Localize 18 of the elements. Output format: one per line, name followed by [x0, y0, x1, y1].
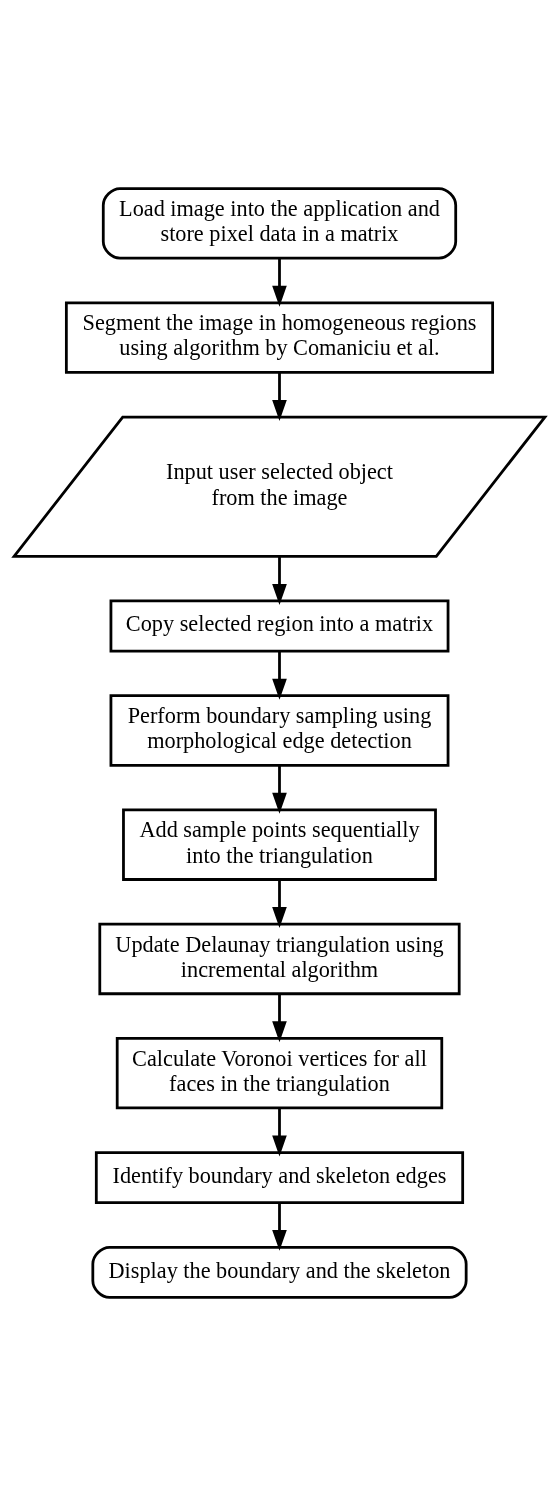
node-box: Copy selected region into a matrix — [109, 599, 450, 653]
node-box: Update Delaunay triangulation using incremental algorithm — [98, 922, 461, 996]
arrow — [272, 879, 287, 928]
node-box: Calculate Voronoi vertices for all faces in the triangulation — [115, 1036, 444, 1110]
arrow — [272, 993, 287, 1043]
node-box: Segment the image in homogeneous regions using algorithm by Comaniciu et al. — [64, 301, 495, 374]
arrow — [272, 765, 287, 814]
arrow — [272, 372, 287, 421]
node-box: Perform boundary sampling using morphological edge detection — [109, 694, 450, 767]
arrow — [272, 1203, 287, 1251]
arrow — [272, 1108, 287, 1157]
node-box: Load image into the application and store pixel data in a matrix — [101, 187, 458, 260]
arrow — [272, 556, 287, 606]
node-box: Display the boundary and the skeleton — [91, 1245, 468, 1299]
arrow — [272, 651, 287, 700]
node-box: Add sample points sequentially into the triangulation — [122, 808, 437, 881]
arrow — [272, 258, 287, 307]
node-box: Identify boundary and skeleton edges — [94, 1151, 465, 1205]
